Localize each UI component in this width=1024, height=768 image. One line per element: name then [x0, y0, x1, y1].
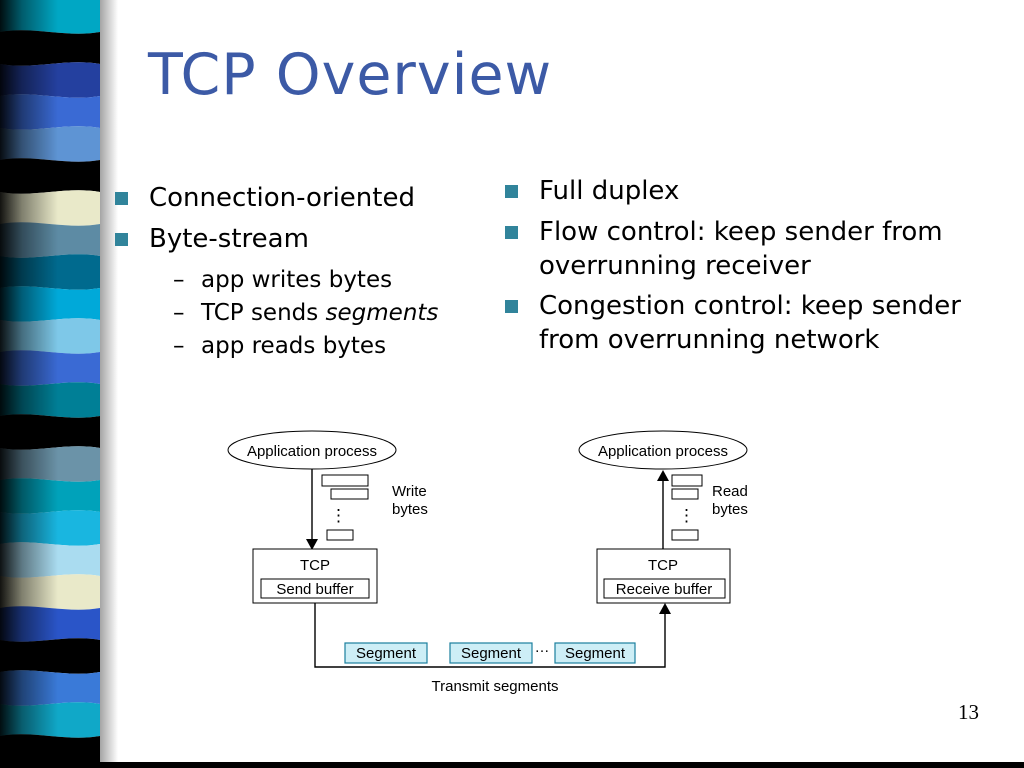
- bullet-square-icon: [505, 300, 518, 314]
- ribbon-stripe: [0, 254, 100, 290]
- bullet-label: Flow control: keep sender from overrunni…: [539, 216, 943, 281]
- write-arrow-head: [306, 539, 318, 550]
- left-app-label: Application process: [247, 443, 377, 460]
- send-buffer-box: [260, 578, 370, 599]
- read-bytes-label: Read: [712, 483, 748, 500]
- ribbon-stripe: [0, 606, 100, 642]
- byte-rect: [326, 529, 354, 541]
- byte-rect: [671, 529, 699, 541]
- bullet-square-icon: [505, 185, 518, 198]
- ribbon-stripe: [0, 94, 100, 130]
- segments-ellipsis: …: [535, 639, 550, 656]
- ribbon-stripe: [0, 414, 100, 450]
- ribbon-stripe: [0, 62, 100, 98]
- ribbon-stripe: [0, 158, 100, 194]
- transmit-arrow-head: [659, 603, 671, 614]
- ribbon-stripe: [0, 670, 100, 706]
- vertical-dots: ⋮: [678, 506, 695, 525]
- right-app-ellipse: [578, 430, 748, 470]
- sub-bullet-list: – app writes bytes – TCP sends segments …: [173, 264, 505, 363]
- sub-bullet-emphasis: segments: [325, 299, 439, 326]
- ribbon-stripe: [0, 318, 100, 354]
- dash-bullet: –: [173, 266, 185, 293]
- tcp-label-right: TCP: [648, 557, 678, 574]
- bullet-square-icon: [505, 225, 518, 239]
- bullet-item: Byte-stream: [115, 223, 505, 257]
- tcp-box-right: [596, 548, 731, 604]
- ribbon-stripe: [0, 446, 100, 482]
- stripe-ribbon: [0, 0, 100, 768]
- sub-bullet-text: app reads bytes: [201, 332, 387, 359]
- vertical-dots: ⋮: [330, 506, 347, 525]
- read-arrow-head: [657, 470, 669, 481]
- left-app-ellipse: [227, 430, 397, 470]
- dash-bullet: –: [173, 299, 185, 326]
- segment-box: [344, 642, 428, 664]
- ribbon-stripe: [0, 286, 100, 322]
- transmit-path-line: [314, 603, 666, 668]
- tcp-box-left: [252, 548, 378, 604]
- sub-bullet-text: app writes bytes: [201, 266, 393, 293]
- ribbon-stripe: [0, 702, 100, 738]
- bullet-item: Full duplex: [505, 175, 963, 209]
- page-number: 13: [958, 700, 979, 724]
- transmit-segments-label: Transmit segments: [432, 678, 559, 695]
- ribbon-stripe: [0, 510, 100, 546]
- sub-bullet-item: – app writes bytes: [173, 264, 505, 297]
- right-bullet-list: Full duplex Flow control: keep sender fr…: [505, 175, 963, 365]
- byte-rect: [671, 474, 703, 487]
- dash-bullet: –: [173, 332, 185, 359]
- bullet-square-icon: [115, 192, 128, 205]
- segment-label: Segment: [356, 645, 417, 662]
- ribbon-stripe: [0, 30, 100, 66]
- ribbon-stripe: [0, 190, 100, 226]
- sub-bullet-item: – TCP sends segments: [173, 297, 505, 330]
- sub-bullet-item: – app reads bytes: [173, 330, 505, 363]
- bullet-label: Byte-stream: [149, 223, 309, 254]
- ribbon-decoration: [0, 0, 118, 768]
- bullet-item: Congestion control: keep sender from ove…: [505, 290, 963, 358]
- ribbon-stripe: [0, 382, 100, 418]
- send-buffer-label: Send buffer: [276, 581, 353, 598]
- ribbon-stripe: [0, 350, 100, 386]
- ribbon-stripe: [0, 0, 100, 34]
- bullet-square-icon: [115, 232, 128, 246]
- receive-buffer-box: [603, 578, 726, 599]
- bullet-item: Flow control: keep sender from overrunni…: [505, 216, 963, 284]
- tcp-label-left: TCP: [300, 557, 330, 574]
- bullet-label: Full duplex: [539, 176, 680, 206]
- ribbon-stripe: [0, 638, 100, 674]
- segment-box: [449, 642, 533, 664]
- write-bytes-label: bytes: [392, 501, 428, 518]
- ribbon-stripe: [0, 574, 100, 610]
- byte-rect: [321, 474, 369, 487]
- left-bullet-list: Connection-oriented Byte-stream – app wr…: [115, 182, 505, 363]
- segment-box: [554, 642, 636, 664]
- right-app-label: Application process: [598, 443, 728, 460]
- ribbon-stripe: [0, 222, 100, 258]
- receive-buffer-label: Receive buffer: [616, 581, 712, 598]
- byte-rect: [671, 488, 699, 500]
- ribbon-stripe: [0, 478, 100, 514]
- ribbon-stripe: [0, 542, 100, 578]
- segment-label: Segment: [461, 645, 522, 662]
- byte-rect: [330, 488, 369, 500]
- bullet-item: Connection-oriented: [115, 182, 505, 216]
- bullet-label: Connection-oriented: [149, 183, 415, 213]
- sub-bullet-text: TCP sends segments: [201, 299, 439, 326]
- bottom-border: [0, 762, 1024, 768]
- ribbon-stripe: [0, 126, 100, 162]
- slide-title: TCP Overview: [148, 42, 553, 108]
- read-bytes-label: bytes: [712, 501, 748, 518]
- bullet-label: Congestion control: keep sender from ove…: [539, 291, 961, 356]
- write-bytes-label: Write: [392, 483, 427, 500]
- segment-label: Segment: [565, 645, 626, 662]
- ribbon-right-shadow: [100, 0, 118, 768]
